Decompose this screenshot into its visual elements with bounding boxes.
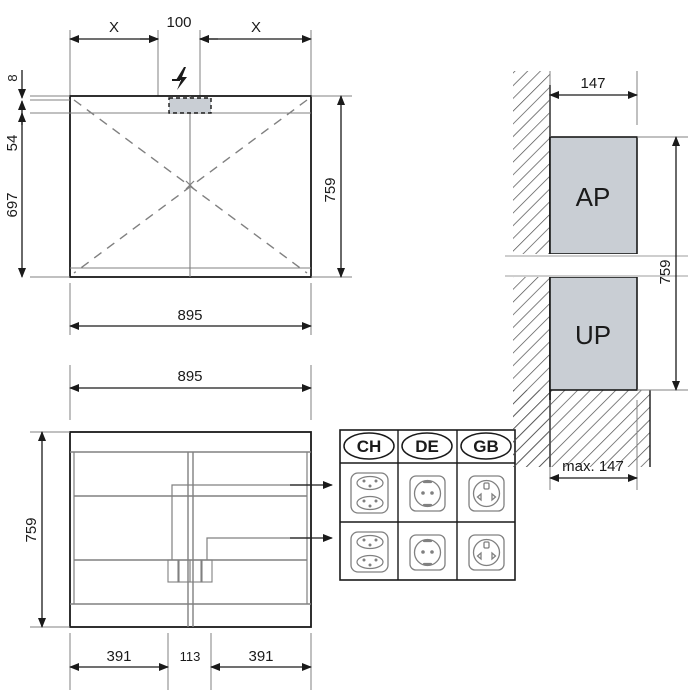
socket-header-gb: GB: [460, 432, 512, 460]
dim-8-label: 8: [5, 74, 20, 81]
dim-8: 8: [5, 70, 26, 99]
dim-895-door-view: 895: [69, 368, 312, 392]
extension-lines-left: [30, 95, 70, 278]
dim-895-top-view: 895: [69, 307, 312, 330]
socket-de-schuko-icon-2: [409, 534, 446, 571]
dim-max-147: max. 147: [549, 458, 638, 482]
socket-ch-double-icon-2: [350, 531, 389, 573]
front-door-view: 895: [23, 365, 333, 690]
dim-x-left-label: X: [109, 19, 119, 36]
dim-759-side-label: 759: [657, 259, 674, 284]
dim-759-top-view: 759: [322, 95, 345, 278]
dim-113-label: 113: [180, 649, 201, 664]
socket-header-ch: CH: [343, 432, 395, 460]
dim-391-left: 391: [69, 648, 169, 671]
ap-box: AP: [549, 136, 638, 255]
up-box: UP: [549, 276, 638, 391]
dim-100-label: 100: [166, 14, 191, 31]
outlet-box-dashed: [168, 97, 212, 114]
dim-x-right: X: [199, 19, 312, 43]
extension-lines-top-door-view: [69, 365, 312, 420]
dim-697: 697: [4, 113, 26, 278]
center-cross-mark: [185, 180, 195, 190]
dim-max-147-label: max. 147: [562, 458, 624, 475]
lightning-bolt-icon: [172, 67, 187, 90]
socket-gb-bs1363-icon: [468, 475, 505, 512]
dim-759-side: 759: [657, 136, 680, 391]
wall-hatch-lower: [513, 277, 651, 467]
socket-boxes-detail: [167, 559, 213, 583]
dim-147-top: 147: [549, 75, 638, 99]
extension-lines-right-top: [311, 95, 352, 278]
dim-895-top-label: 895: [177, 307, 202, 324]
extension-lines-left-door-view: [30, 431, 70, 628]
socket-box-right: [189, 559, 203, 583]
socket-gb-bs1363-icon-2: [468, 534, 505, 571]
socket-table-grid: [340, 430, 515, 580]
leader-lines: [171, 484, 311, 560]
dim-759-top-label: 759: [322, 177, 339, 202]
break-lines: [505, 254, 695, 277]
diagonal-guides: [73, 99, 308, 274]
socket-code-ch: CH: [357, 437, 382, 456]
socket-box-outer-left: [167, 559, 180, 583]
socket-de-schuko-icon: [409, 475, 446, 512]
door-split-lines: [187, 452, 194, 627]
wall-section-view: AP UP 147 759: [505, 71, 695, 490]
dim-895-door-label: 895: [177, 368, 202, 385]
dim-391-right-label: 391: [248, 648, 273, 665]
dim-x-right-label: X: [251, 19, 261, 36]
socket-header-de: DE: [401, 432, 453, 460]
dim-759-door-view: 759: [23, 431, 46, 628]
dim-697-label: 697: [4, 192, 21, 217]
socket-code-de: DE: [415, 437, 439, 456]
extension-lines-bottom-door-view: [69, 633, 312, 690]
socket-code-gb: GB: [473, 437, 499, 456]
dim-147-top-label: 147: [580, 75, 605, 92]
leader-arrows: [290, 481, 333, 542]
cabinet-outline-door: [69, 431, 312, 628]
dim-391-left-label: 391: [106, 648, 131, 665]
socket-ch-double-icon: [350, 472, 389, 514]
socket-type-table: CH DE GB: [339, 429, 516, 581]
door-jambs: [73, 452, 308, 604]
dim-54-label: 54: [4, 135, 21, 152]
ap-label: AP: [576, 182, 611, 212]
front-elevation-view: X 100 X: [4, 14, 352, 335]
dim-759-door-label: 759: [23, 517, 40, 542]
dim-113: 113: [180, 649, 201, 664]
wall-hatch-upper: [513, 71, 551, 254]
up-label: UP: [575, 320, 611, 350]
dim-391-right: 391: [210, 648, 312, 671]
